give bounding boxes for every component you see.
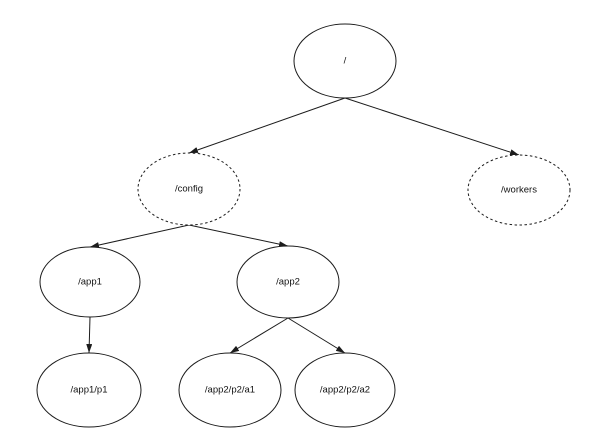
edge-app2-to-app2p2a1: [229, 317, 289, 354]
node-label-app2p2a2: /app2/p2/a2: [320, 385, 370, 396]
tree-node-app2p2a1: /app2/p2/a1: [178, 352, 282, 428]
edge-config-to-app2: [188, 224, 289, 248]
edge-root-to-workers: [344, 97, 520, 156]
tree-node-workers: /workers: [467, 154, 571, 226]
node-ellipse-config: [137, 152, 241, 226]
node-label-app1: /app1: [78, 277, 102, 288]
edge-app1-to-app1p1: [86, 316, 93, 354]
node-ellipse-app1p1: [36, 352, 142, 428]
tree-node-config: /config: [137, 152, 241, 226]
tree-node-app2: /app2: [236, 245, 340, 319]
node-label-root: /: [344, 56, 347, 67]
edge-app2-to-app2p2a2: [287, 317, 346, 354]
edge-root-to-config: [188, 97, 346, 154]
node-ellipse-app1: [39, 246, 141, 318]
node-label-app1p1: /app1/p1: [71, 385, 108, 396]
tree-node-root: /: [293, 23, 397, 99]
edge-config-to-app1: [89, 224, 190, 248]
node-label-app2p2a1: /app2/p2/a1: [205, 385, 255, 396]
tree-node-app2p2a2: /app2/p2/a2: [294, 352, 396, 428]
node-ellipse-app2p2a2: [294, 352, 396, 428]
node-ellipse-root: [293, 23, 397, 99]
tree-node-app1: /app1: [39, 246, 141, 318]
node-ellipse-workers: [467, 154, 571, 226]
node-label-workers: /workers: [501, 185, 537, 196]
node-label-app2: /app2: [276, 277, 300, 288]
tree-node-app1p1: /app1/p1: [36, 352, 142, 428]
node-ellipse-app2: [236, 245, 340, 319]
node-ellipse-app2p2a1: [178, 352, 282, 428]
node-label-config: /config: [175, 184, 203, 195]
